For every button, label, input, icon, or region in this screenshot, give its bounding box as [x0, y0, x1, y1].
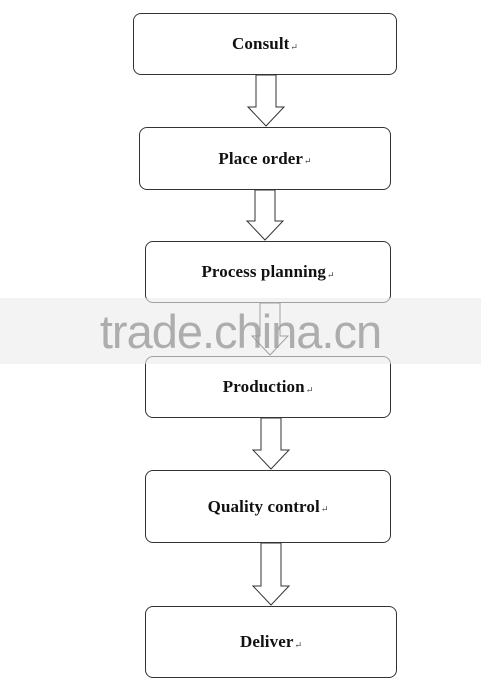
- step-production: Production ↵: [145, 356, 391, 418]
- step-deliver: Deliver ↵: [145, 606, 397, 678]
- step-place-order: Place order ↵: [139, 127, 391, 190]
- down-arrow-icon: [251, 418, 291, 470]
- step-label: Production: [222, 377, 305, 396]
- step-label: Quality control: [207, 496, 320, 516]
- down-arrow-icon: [251, 543, 291, 606]
- paragraph-mark-icon: ↵: [304, 156, 312, 166]
- paragraph-mark-icon: ↵: [305, 384, 314, 395]
- paragraph-mark-icon: ↵: [290, 41, 298, 52]
- paragraph-mark-icon: ↵: [294, 639, 303, 650]
- step-process-planning: Process planning ↵: [145, 241, 391, 303]
- step-quality-control: Quality control ↵: [145, 470, 391, 543]
- step-label: Place order: [218, 148, 304, 168]
- down-arrow-icon: [246, 75, 286, 127]
- step-label: Consult: [232, 34, 290, 53]
- paragraph-mark-icon: ↵: [327, 269, 335, 280]
- step-label: Deliver: [239, 632, 294, 651]
- watermark: trade.china.cn: [0, 298, 481, 364]
- step-consult: Consult ↵: [133, 13, 397, 75]
- paragraph-mark-icon: ↵: [320, 504, 329, 514]
- down-arrow-icon: [245, 190, 285, 241]
- watermark-text: trade.china.cn: [99, 304, 382, 358]
- step-label: Process planning: [201, 262, 326, 281]
